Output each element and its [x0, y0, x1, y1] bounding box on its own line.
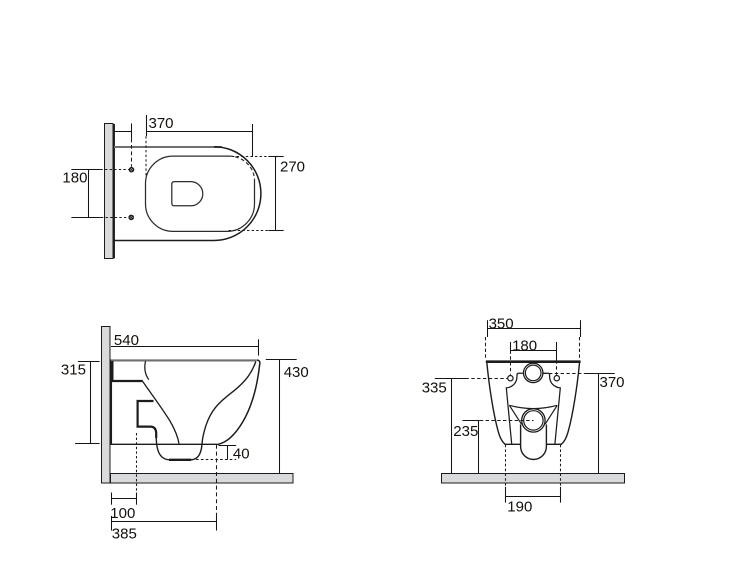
svg-text:370: 370: [149, 115, 174, 132]
svg-text:335: 335: [422, 380, 447, 397]
svg-text:180: 180: [62, 170, 87, 187]
svg-text:235: 235: [453, 423, 478, 440]
svg-text:315: 315: [61, 361, 86, 378]
svg-text:385: 385: [112, 526, 137, 543]
svg-text:540: 540: [114, 332, 139, 349]
svg-text:430: 430: [284, 364, 309, 381]
svg-text:180: 180: [512, 337, 537, 354]
svg-text:40: 40: [233, 445, 250, 462]
svg-text:100: 100: [110, 505, 135, 522]
svg-text:270: 270: [280, 159, 305, 176]
svg-text:350: 350: [489, 315, 514, 332]
svg-text:370: 370: [600, 374, 625, 391]
svg-text:190: 190: [507, 498, 532, 515]
